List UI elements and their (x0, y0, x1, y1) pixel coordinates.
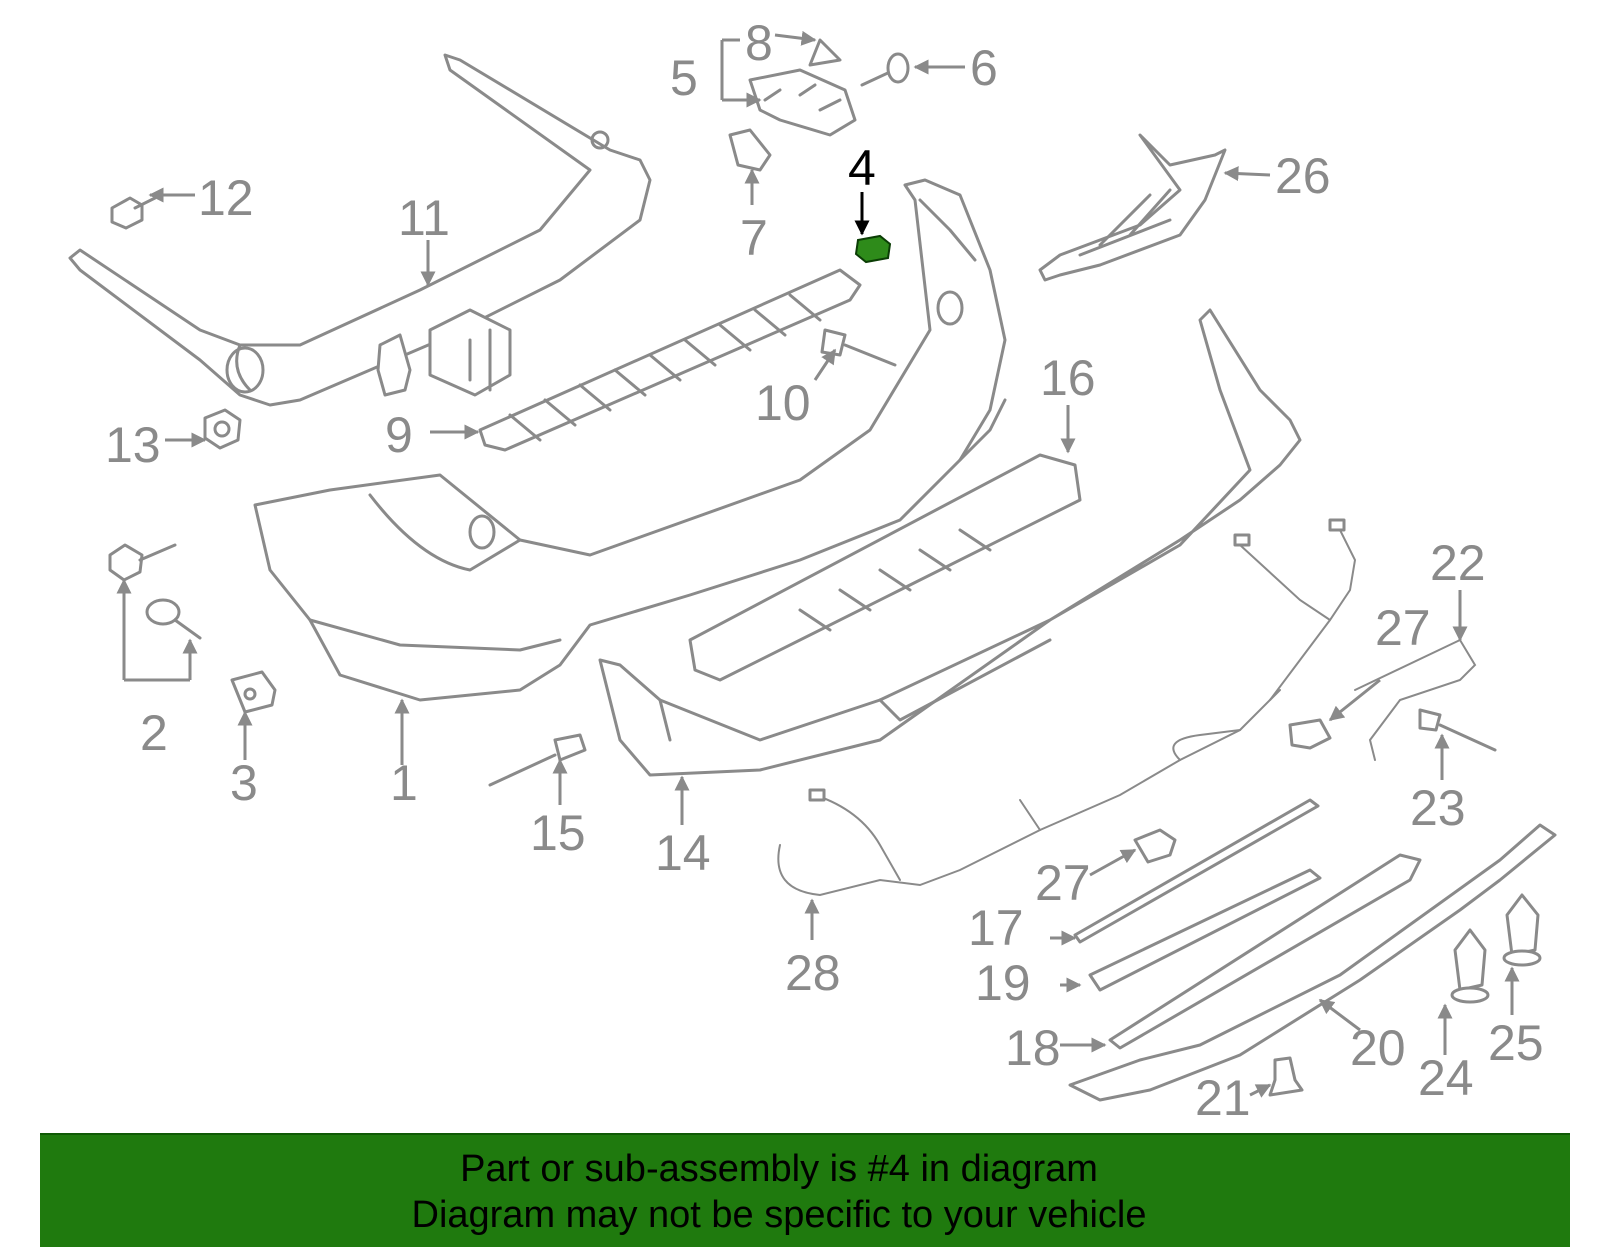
callout-28: 28 (785, 945, 841, 1001)
callout-27-upper: 27 (1375, 600, 1431, 656)
part-24-push-pin (1450, 928, 1490, 1004)
callout-7: 7 (740, 210, 768, 266)
part-3-clip (230, 670, 277, 714)
part-8-clip (808, 38, 842, 67)
part-5-bracket (748, 38, 857, 137)
part-19-trim-strip (1088, 868, 1322, 992)
callout-10: 10 (755, 375, 811, 431)
part-20-lower-panel (1068, 823, 1557, 1102)
callout-20: 20 (1350, 1020, 1406, 1076)
info-banner: Part or sub-assembly is #4 in diagram Di… (40, 1133, 1570, 1247)
part-7-clip (728, 128, 772, 172)
callout-3: 3 (230, 755, 258, 811)
callout-9: 9 (385, 407, 413, 463)
callout-24: 24 (1418, 1050, 1474, 1106)
part-14-lower-valance (598, 308, 1302, 777)
callout-18: 18 (1005, 1020, 1061, 1076)
callout-4: 4 (848, 140, 876, 196)
callout-12: 12 (198, 170, 254, 226)
part-9-absorber (478, 268, 862, 452)
part-15-pin (488, 733, 587, 787)
part-1-bumper-cover (253, 178, 1007, 702)
part-2-bolts (108, 543, 202, 640)
part-25-push-pin (1502, 893, 1542, 967)
part-22-wire (1354, 638, 1477, 761)
callout-22: 22 (1430, 535, 1486, 591)
part-28-wiring-harness (777, 518, 1357, 897)
callout-19: 19 (975, 955, 1031, 1011)
banner-line-1: Part or sub-assembly is #4 in diagram (460, 1148, 1098, 1190)
callout-1: 1 (390, 755, 418, 811)
part-27-sensor-upper (1288, 718, 1332, 750)
part-6-bolt (860, 52, 910, 87)
callout-16: 16 (1040, 350, 1096, 406)
callout-11: 11 (398, 190, 450, 246)
callout-5: 5 (670, 50, 698, 106)
part-16-absorber (688, 453, 1082, 682)
callout-25: 25 (1488, 1015, 1544, 1071)
callout-8: 8 (745, 15, 773, 71)
part-21-fastener (1268, 1056, 1304, 1097)
callout-14: 14 (655, 825, 711, 881)
callout-26: 26 (1275, 148, 1331, 204)
part-11-reinforcement-beam (68, 53, 652, 407)
callout-27-lower: 27 (1035, 855, 1091, 911)
leader-lines (116, 30, 1520, 1098)
callout-labels: 1 2 3 4 5 6 7 8 9 10 11 12 13 14 15 16 1… (105, 15, 1544, 1126)
part-23-pin (1418, 708, 1497, 752)
part-4-highlighted-clip[interactable] (854, 234, 892, 264)
callout-23: 23 (1410, 780, 1466, 836)
part-26-side-bracket (1038, 133, 1227, 282)
part-13-nut (203, 408, 242, 450)
callout-15: 15 (530, 805, 586, 861)
callout-13: 13 (105, 417, 161, 473)
banner-line-2: Diagram may not be specific to your vehi… (411, 1194, 1147, 1236)
part-27-sensor-lower (1133, 828, 1177, 864)
callout-2: 2 (140, 705, 168, 761)
callout-6: 6 (970, 40, 998, 96)
part-17-trim-strip (1073, 798, 1320, 944)
callout-17: 17 (968, 900, 1024, 956)
part-18-trim-strip (1108, 853, 1422, 1050)
part-12-bolt (110, 196, 157, 230)
part-10-pin (820, 328, 897, 367)
callout-21: 21 (1195, 1070, 1251, 1126)
